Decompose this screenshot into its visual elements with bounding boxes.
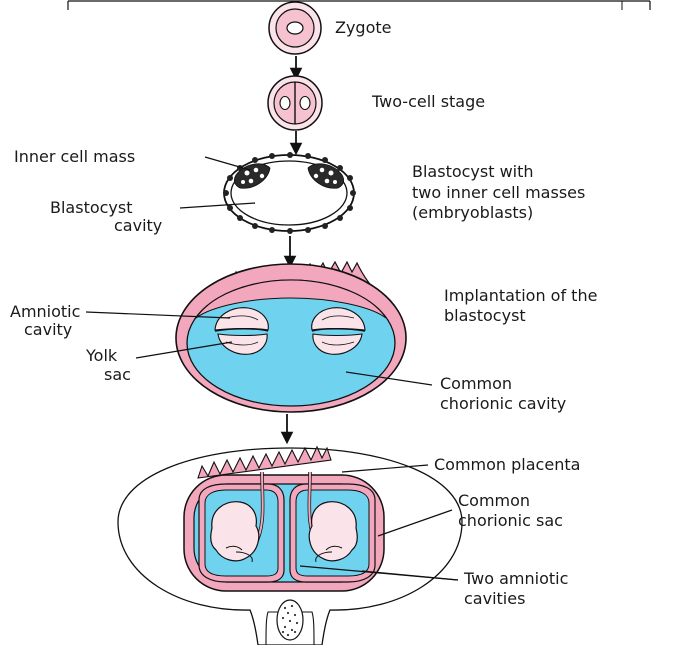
two-amniotic-cavities-label-line1: Two amniotic xyxy=(463,569,568,588)
two-amniotic-cavities-label-line2: cavities xyxy=(464,589,525,608)
top-border xyxy=(68,1,650,10)
common-placenta-label: Common placenta xyxy=(434,455,580,474)
blastocyst-cavity-label-line1: Blastocyst xyxy=(50,198,133,217)
inner-cell-mass-leader xyxy=(205,157,250,170)
implantation-label-line1: Implantation of the xyxy=(444,286,597,305)
amniotic-cavity-label-line2: cavity xyxy=(24,320,72,339)
common-chorionic-sac-label-line2: chorionic sac xyxy=(458,511,563,530)
zygote-label: Zygote xyxy=(335,18,392,37)
blastocyst-illustration xyxy=(223,152,356,234)
common-chorionic-cavity-label-line2: chorionic cavity xyxy=(440,394,566,413)
yolk-sac-label-line1: Yolk xyxy=(85,346,118,365)
yolk-sac-label-line2: sac xyxy=(104,365,131,384)
two-cell-stage-label: Two-cell stage xyxy=(371,92,485,111)
zygote-illustration xyxy=(269,2,321,54)
common-chorionic-sac-label-line1: Common xyxy=(458,491,530,510)
uterus-twins-illustration xyxy=(118,447,462,645)
blastocyst-cavity-label-line2: cavity xyxy=(114,216,162,235)
common-chorionic-cavity-label-line1: Common xyxy=(440,374,512,393)
two-cell-stage-illustration xyxy=(268,76,322,130)
blastocyst-two-icm-label-line1: Blastocyst with xyxy=(412,162,534,181)
implantation-label-line2: blastocyst xyxy=(444,306,526,325)
inner-cell-mass-label: Inner cell mass xyxy=(14,147,135,166)
amniotic-cavity-label-line1: Amniotic xyxy=(10,302,80,321)
implantation-illustration xyxy=(176,262,406,412)
blastocyst-two-icm-label-line2: two inner cell masses xyxy=(412,183,585,202)
blastocyst-two-icm-label-line3: (embryoblasts) xyxy=(412,203,533,222)
